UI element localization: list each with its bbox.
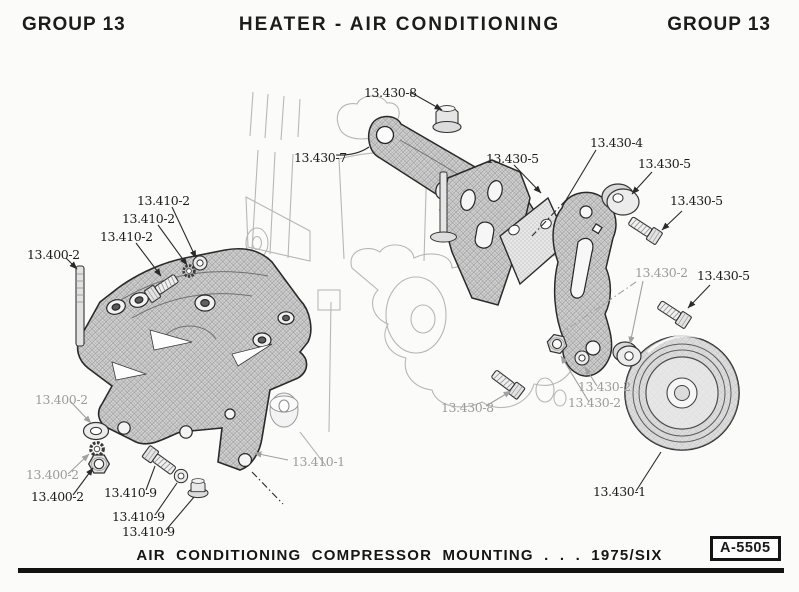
fasteners [75,105,693,499]
idler-bracket [552,191,617,377]
grommet [269,392,299,428]
part-label: 13.400-2 [35,392,88,407]
bracket-highlights [111,329,273,381]
flange-nut [187,478,209,499]
washer [173,468,189,484]
flange-nut [432,105,462,134]
bolt [655,298,693,330]
part-label: 13.410-9 [112,509,165,524]
part-label: 13.430-2 [635,265,688,280]
spacer-washer [601,183,640,216]
bolt [141,444,179,478]
bolt [489,367,526,401]
part-label: 13.410-9 [104,485,157,500]
main-bracket [76,247,312,471]
rear-bracket [439,159,531,306]
bottom-rule [18,568,784,573]
stud [430,171,457,243]
part-label: 13.430-5 [670,193,723,208]
leader-lines [65,91,711,531]
part-labels: 13.430-8 13.430-7 13.430-5 13.430-4 13.4… [26,85,750,539]
spacer-washer [612,341,642,367]
part-label: 13.430-7 [294,150,347,165]
washer [82,421,110,441]
part-label: 13.410-2 [137,193,190,208]
part-label: 13.400-2 [27,247,80,262]
part-label: 13.430-8 [441,400,494,415]
bolt [626,214,664,246]
stud [75,265,85,347]
figure-number-stamp: A-5505 [710,536,781,561]
part-label: 13.430-2 [568,395,621,410]
part-label: 13.400-2 [31,489,84,504]
part-label: 13.410-2 [122,211,175,226]
part-label: 13.430-5 [697,268,750,283]
part-label: 13.430-4 [590,135,643,150]
part-label: 13.410-1 [292,454,345,469]
washer [574,350,590,366]
part-label: 13.430-1 [593,484,646,499]
part-label: 13.410-2 [100,229,153,244]
part-label: 13.430-2 [578,379,631,394]
part-label: 13.430-5 [486,151,539,166]
part-label: 13.410-9 [122,524,175,539]
figure-caption: AIR CONDITIONING COMPRESSOR MOUNTING . .… [136,547,663,564]
page-title: HEATER - AIR CONDITIONING [238,14,561,35]
compressor-pulley [624,334,740,451]
part-label: 13.430-5 [638,156,691,171]
part-label: 13.400-2 [26,467,79,482]
group-label-right: GROUP 13 [667,14,771,35]
part-label: 13.430-8 [364,85,417,100]
washer [192,255,208,271]
group-label-left: GROUP 13 [22,14,126,35]
bracket-holes [106,292,295,468]
lock-washer [89,441,105,457]
